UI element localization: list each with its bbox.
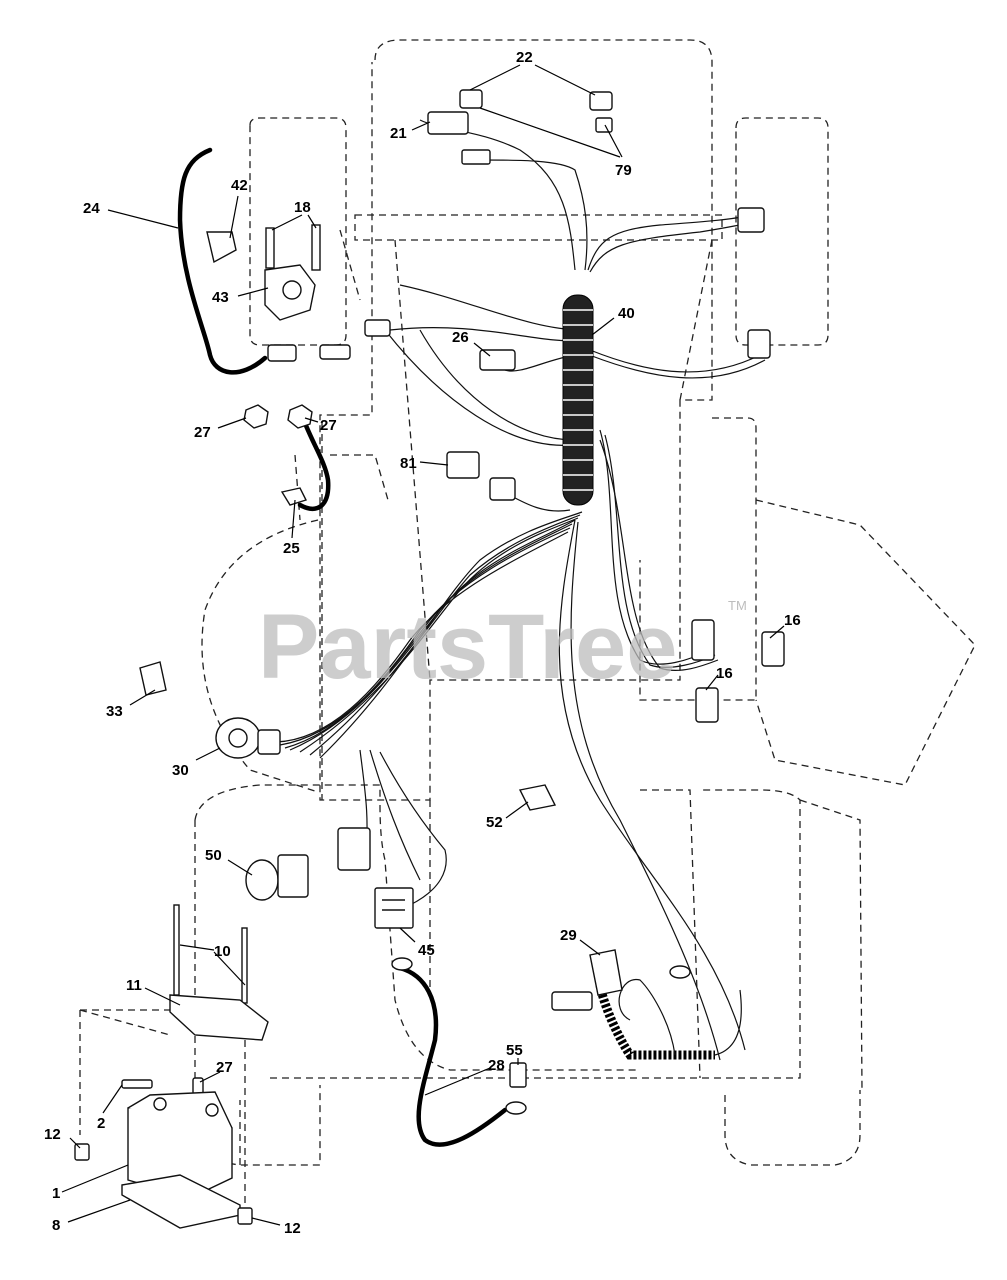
callout-28: 28 [488, 1057, 505, 1074]
watermark-text: PartsTree [258, 596, 677, 698]
callout-52: 52 [486, 814, 503, 831]
callout-2: 2 [97, 1115, 105, 1132]
callout-50: 50 [205, 847, 222, 864]
callout-8: 8 [52, 1217, 60, 1234]
callout-55: 55 [506, 1042, 523, 1059]
callout-21: 21 [390, 125, 407, 142]
callout-79: 79 [615, 162, 632, 179]
watermark: PartsTree TM [258, 596, 747, 698]
callout-12-left: 12 [44, 1126, 61, 1143]
leader-lines [61, 64, 785, 1226]
callout-10: 10 [214, 943, 231, 960]
callout-24: 24 [83, 200, 100, 217]
callout-16-lower: 16 [716, 665, 733, 682]
callout-45: 45 [418, 942, 435, 959]
parts [74, 89, 785, 1229]
callout-43: 43 [212, 289, 229, 306]
callout-16-upper: 16 [784, 612, 801, 629]
callout-22: 22 [516, 49, 533, 66]
coiled-loom [595, 979, 742, 1060]
battery-cable-28 [397, 965, 508, 1147]
callout-30: 30 [172, 762, 189, 779]
wire-loom-part-40 [562, 294, 594, 506]
heavy-cables [177, 147, 508, 1147]
callout-29: 29 [560, 927, 577, 944]
callout-numbers: 22 21 79 24 42 18 43 27 27 25 26 40 81 1… [44, 49, 801, 1237]
callout-27-upper-left: 27 [194, 424, 211, 441]
battery-cable-24 [177, 147, 268, 375]
callout-42: 42 [231, 177, 248, 194]
callout-27-lower: 27 [216, 1059, 233, 1076]
callout-12-right: 12 [284, 1220, 301, 1237]
callout-40: 40 [618, 305, 635, 322]
battery-cable-25 [297, 407, 331, 512]
callout-81: 81 [400, 455, 417, 472]
callout-27-upper-right: 27 [320, 417, 337, 434]
callout-25: 25 [283, 540, 300, 557]
callout-11: 11 [126, 977, 142, 994]
callout-33: 33 [106, 703, 123, 720]
callout-26: 26 [452, 329, 469, 346]
watermark-trademark: TM [728, 598, 747, 613]
callout-1: 1 [52, 1185, 60, 1202]
callout-18: 18 [294, 199, 311, 216]
wire-harness [275, 119, 766, 1061]
